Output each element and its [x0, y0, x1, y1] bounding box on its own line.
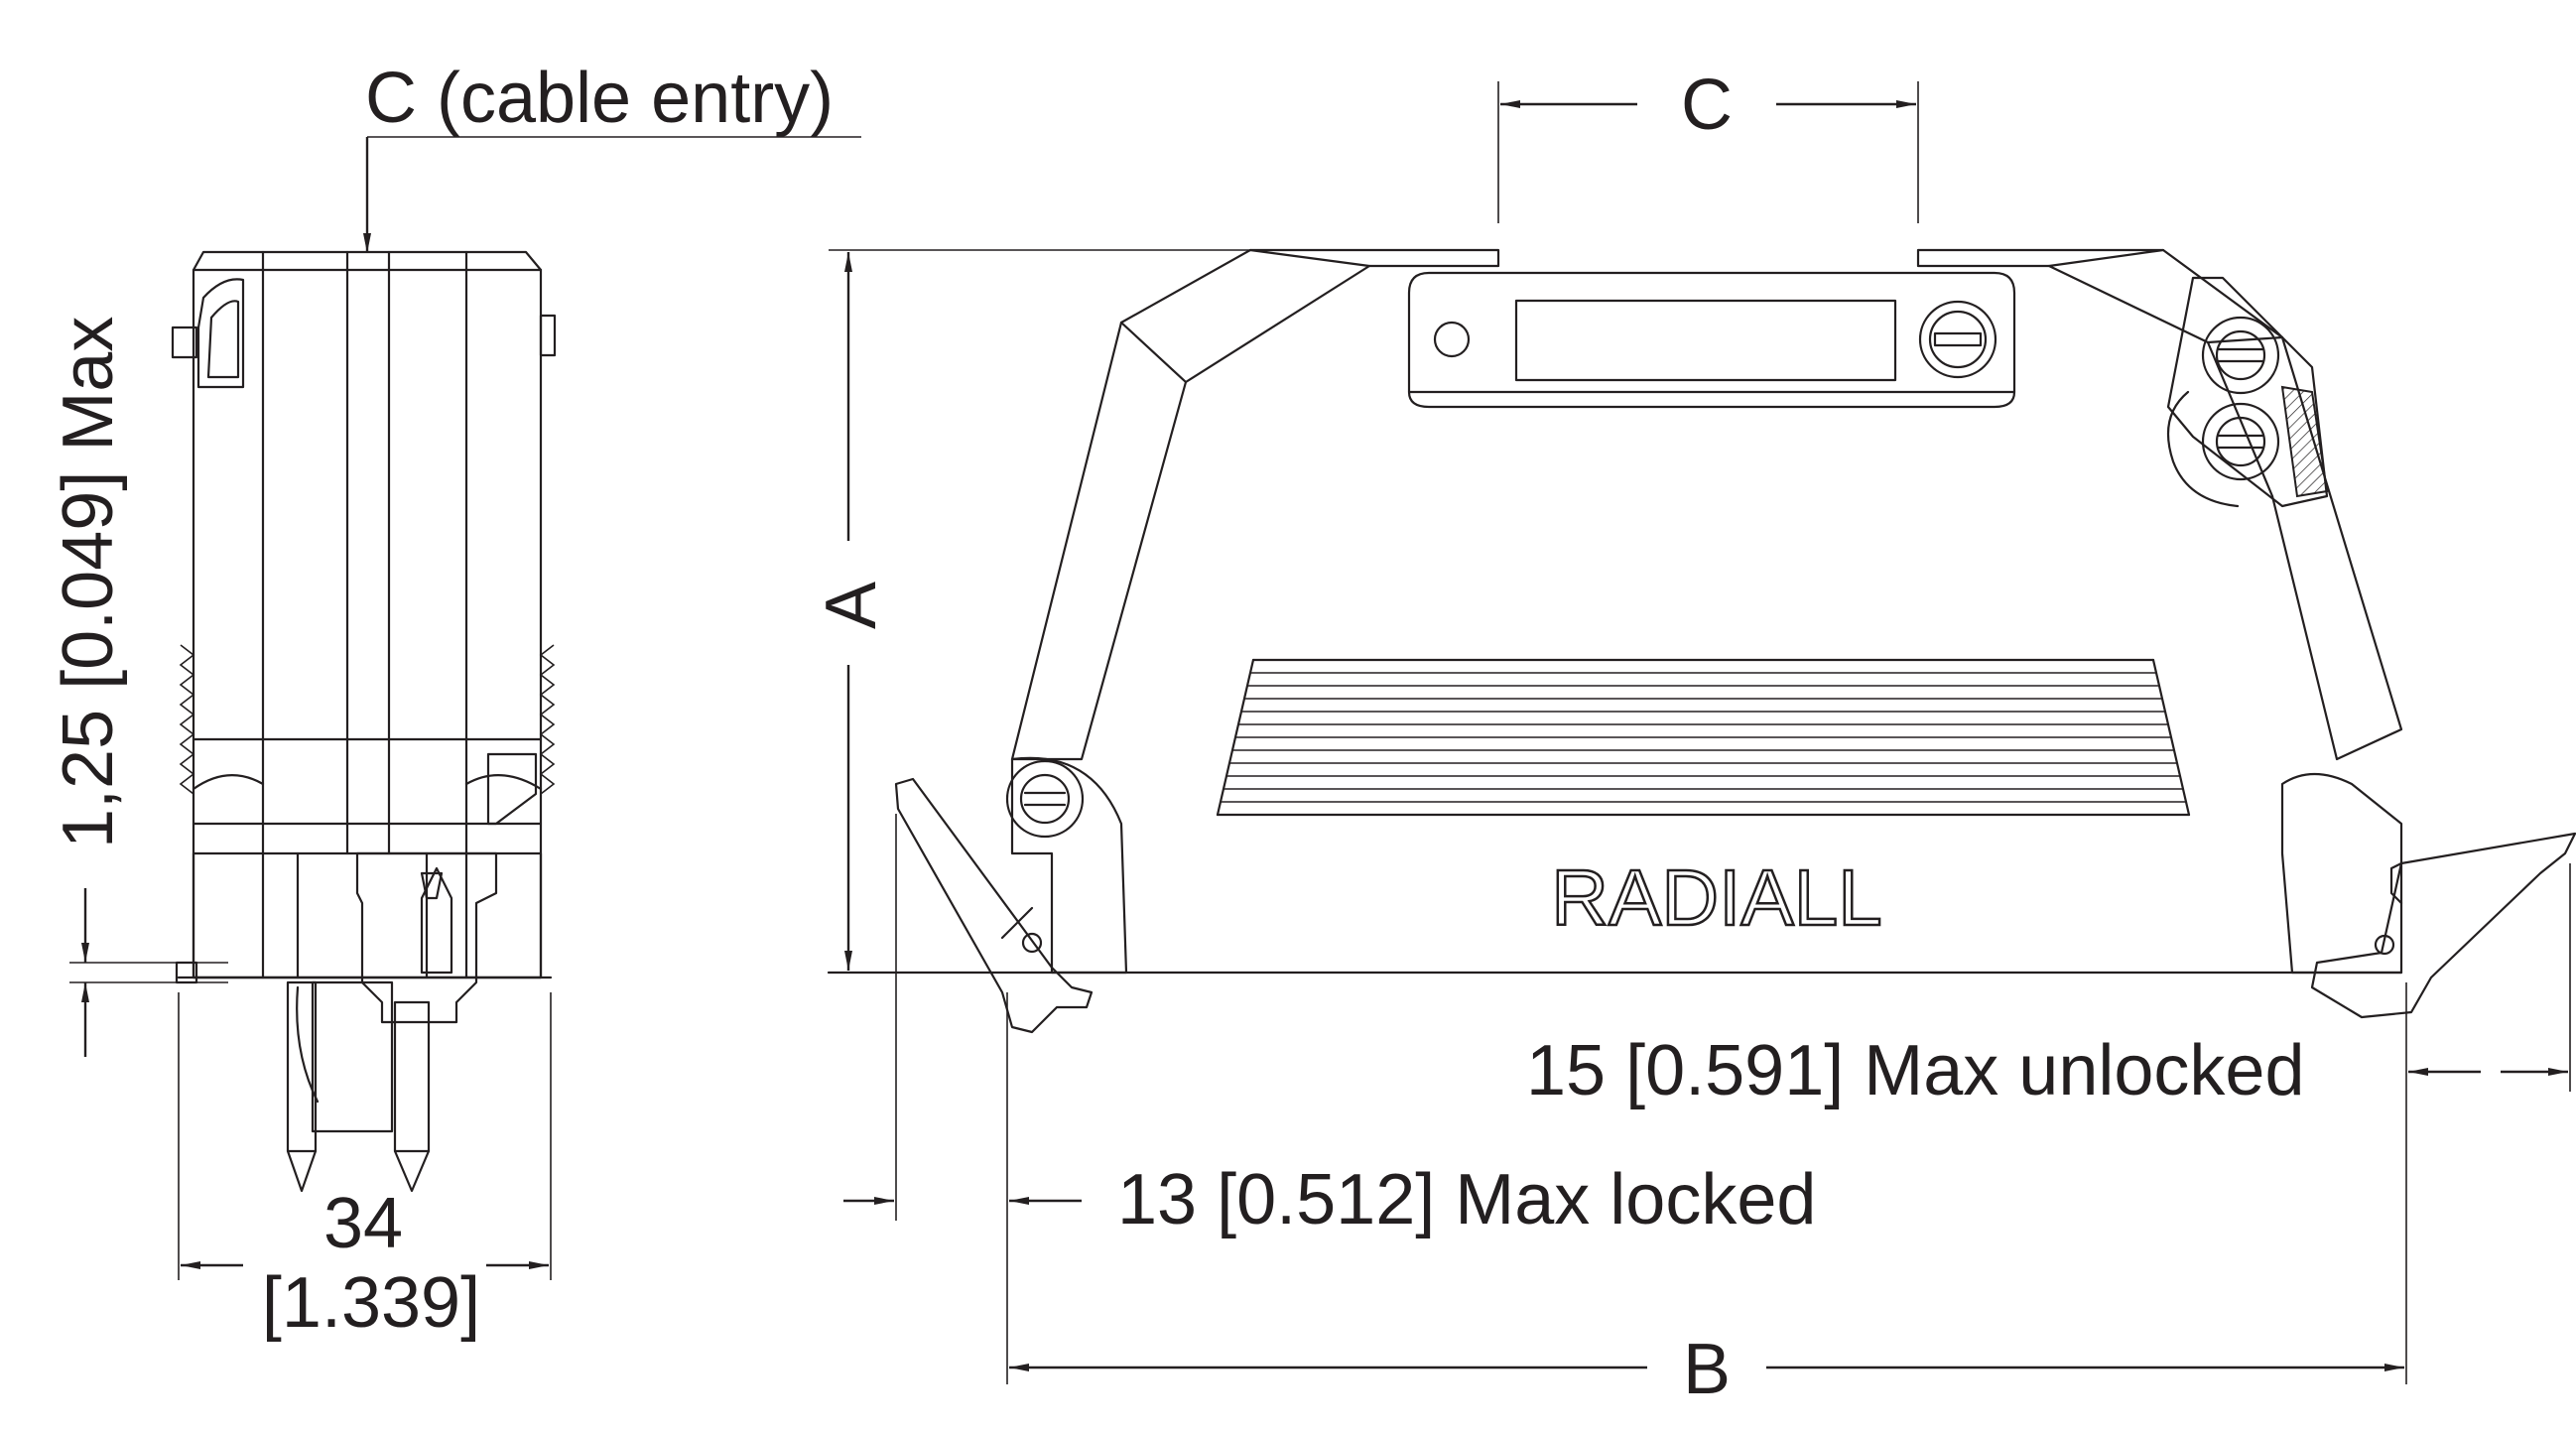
right-hinge [2166, 276, 2329, 508]
side-width-label-mm: 34 [323, 1184, 403, 1263]
grip-ribs [1216, 658, 2191, 817]
dimension-c [1497, 81, 1919, 223]
hood-top [1010, 248, 2403, 761]
locked-label: 13 [0.512] Max locked [1117, 1160, 1816, 1239]
side-latch-assembly [286, 851, 498, 1193]
brand-text: RADIALL [1551, 853, 1881, 942]
cable-entry-leader [363, 136, 861, 253]
dim-c-label: C [1681, 65, 1733, 145]
side-housing [171, 250, 557, 984]
side-view: C (cable entry) [49, 59, 861, 1343]
locked-dimension [843, 814, 1082, 1384]
side-width-dimension [178, 992, 552, 1280]
unlocked-label: 15 [0.591] Max unlocked [1526, 1031, 2305, 1110]
dimension-a [829, 249, 1250, 974]
flange-height-label: 1,25 [0.049] Max [49, 317, 128, 848]
cable-entry-label: C (cable entry) [365, 59, 834, 138]
right-latch [2280, 773, 2576, 1019]
label-plate [1407, 271, 2016, 409]
left-latch [894, 756, 1128, 1034]
dim-b-label: B [1683, 1330, 1731, 1409]
flange-dimension [69, 888, 228, 1057]
side-width-label-in: [1.339] [262, 1263, 480, 1343]
front-view: C A [812, 65, 2576, 1409]
unlocked-dimension [2405, 863, 2571, 1384]
dim-a-label: A [812, 582, 891, 629]
